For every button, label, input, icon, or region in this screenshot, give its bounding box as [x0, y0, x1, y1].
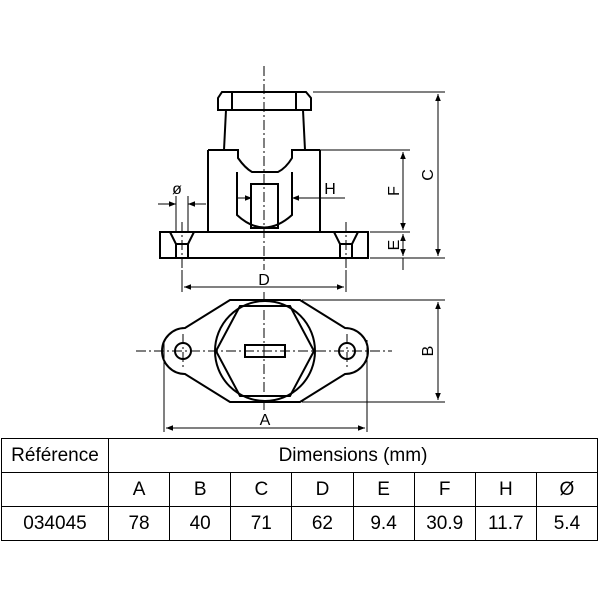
label-H: H — [324, 181, 336, 198]
label-A: A — [260, 412, 271, 429]
label-diameter: ø — [172, 181, 182, 198]
value-cell: 78 — [107, 506, 171, 541]
neck — [223, 109, 306, 151]
label-C: C — [420, 169, 437, 181]
column-header: E — [352, 472, 415, 507]
top-centerlines — [136, 292, 392, 412]
label-B: B — [420, 346, 437, 357]
value-cell: 9.4 — [352, 506, 415, 541]
front-centerlines — [181, 66, 347, 270]
label-D: D — [258, 272, 270, 289]
dimensions-table: Référence Dimensions (mm) A B C D E F H … — [1, 438, 599, 541]
label-F: F — [386, 186, 403, 196]
table-header-row: Référence Dimensions (mm) — [1, 438, 598, 473]
table-row: 034045 78 40 71 62 9.4 30.9 11.7 5.4 — [1, 506, 599, 541]
value-cell: 40 — [169, 506, 232, 541]
body — [207, 149, 321, 232]
reference-header: Référence — [1, 438, 109, 473]
top-nut — [217, 91, 312, 111]
value-cell: 11.7 — [474, 506, 537, 541]
dimensions-header: Dimensions (mm) — [108, 438, 598, 473]
value-cell: 5.4 — [535, 506, 599, 541]
column-header: A — [107, 472, 171, 507]
value-cell: 30.9 — [413, 506, 476, 541]
reference-cell: 034045 — [1, 506, 109, 541]
column-header: F — [413, 472, 476, 507]
column-header: H — [474, 472, 537, 507]
label-E: E — [386, 240, 403, 251]
empty-cell — [1, 472, 109, 507]
column-header: D — [291, 472, 354, 507]
value-cell: 62 — [291, 506, 354, 541]
table-columns-row: A B C D E F H Ø — [1, 472, 599, 507]
flange-outline — [161, 299, 369, 403]
front-dimensions — [158, 91, 445, 292]
value-cell: 71 — [230, 506, 293, 541]
column-header: C — [230, 472, 293, 507]
column-header: Ø — [535, 472, 599, 507]
column-header: B — [169, 472, 232, 507]
top-dimensions — [163, 299, 445, 432]
technical-drawing: ø H D A C F E B — [136, 66, 445, 432]
